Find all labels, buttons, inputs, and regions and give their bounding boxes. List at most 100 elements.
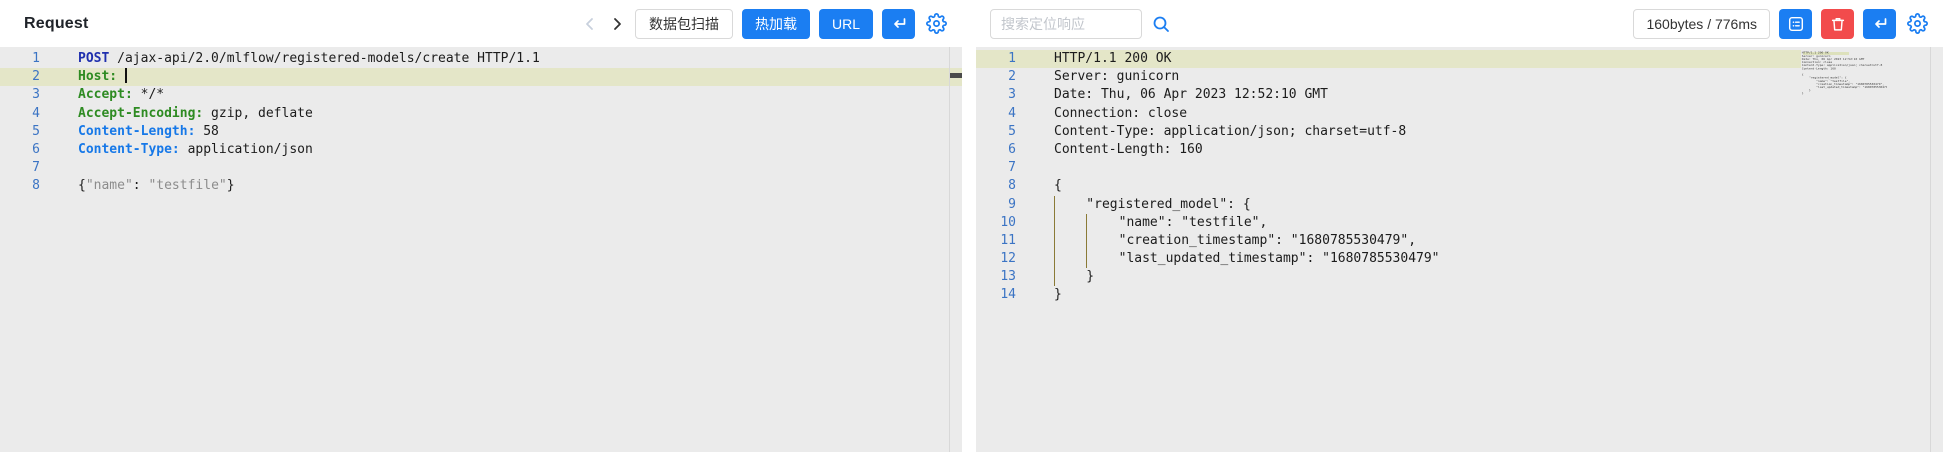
code-line: 8{ — [976, 177, 1943, 195]
code-line: 3 Accept: */* — [0, 86, 962, 104]
indent-guide — [1054, 213, 1055, 232]
line-number: 7 — [1008, 160, 1016, 176]
code-line: 5 Content-Type: application/json; charset… — [976, 123, 1943, 141]
request-panel-title: Request — [24, 14, 89, 32]
code-text: Connection: close — [1054, 105, 1188, 121]
code-line: 4 Connection: close — [976, 105, 1943, 123]
packet-scan-button[interactable]: 数据包扫描 — [634, 8, 733, 39]
code-text: Content-Length: 160 — [1054, 141, 1203, 157]
code-text: } — [1054, 287, 1062, 303]
indent-guide — [1054, 195, 1055, 214]
line-number: 8 — [32, 178, 40, 194]
code-text: POST /ajax-api/2.0/mlflow/registered-mod… — [78, 51, 540, 66]
line-number: 5 — [1008, 123, 1016, 139]
return-arrow-icon — [1871, 15, 1889, 33]
clear-response-button[interactable] — [1821, 8, 1854, 39]
code-line: 1 POST /ajax-api/2.0/mlflow/registered-mo… — [0, 50, 962, 68]
code-line: 14} — [976, 286, 1943, 304]
url-button[interactable]: URL — [818, 8, 873, 39]
indent-guide — [1054, 268, 1055, 287]
code-text: Content-Type: application/json; charset=… — [1054, 123, 1407, 139]
code-text — [1016, 159, 1054, 177]
line-number: 2 — [32, 69, 40, 85]
line-number: 10 — [1000, 214, 1016, 230]
next-packet-icon[interactable] — [608, 15, 626, 33]
line-number: 9 — [1008, 196, 1016, 212]
minimap-active-line — [1803, 52, 1849, 55]
send-request-button[interactable] — [882, 8, 915, 39]
response-scrollbar[interactable] — [1930, 47, 1943, 452]
code-text: "last_updated_timestamp": "1680785530479… — [1016, 250, 1440, 269]
code-text: Content-Length: 58 — [78, 123, 219, 139]
request-toolbar: 数据包扫描 热加载 URL — [581, 8, 948, 39]
list-card-icon — [1787, 15, 1805, 33]
code-text: Accept: */* — [78, 87, 165, 103]
code-text: HTTP/1.1 200 OK — [1054, 51, 1172, 66]
code-text: { — [1054, 178, 1062, 194]
line-number: 7 — [32, 160, 40, 176]
line-number: 2 — [1008, 69, 1016, 85]
response-toolbar: 160bytes / 776ms — [1633, 8, 1929, 39]
code-line: 12 "last_updated_timestamp": "1680785530… — [976, 250, 1943, 269]
code-line: 11 "creation_timestamp": "1680785530479"… — [976, 231, 1943, 251]
line-number: 8 — [1008, 178, 1016, 194]
code-text: "registered_model": { — [1016, 195, 1251, 214]
request-panel: Request 数据包扫描 热加载 URL 1 POST /ajax-api/2.… — [0, 0, 962, 452]
prev-packet-icon[interactable] — [581, 15, 599, 33]
code-line: 10 "name": "testfile", — [976, 213, 1943, 232]
return-arrow-icon — [890, 15, 908, 33]
code-text: Host: — [40, 68, 127, 86]
line-number: 6 — [1008, 141, 1016, 157]
line-number: 1 — [1008, 51, 1016, 66]
search-icon[interactable] — [1148, 11, 1174, 37]
line-number: 3 — [32, 87, 40, 103]
line-number: 6 — [32, 141, 40, 157]
code-text: } — [1016, 268, 1094, 287]
code-line: 8 {"name": "testfile"} — [0, 177, 962, 195]
response-settings-gear-icon[interactable] — [1905, 12, 1929, 36]
line-number: 11 — [1000, 232, 1016, 248]
trash-icon — [1829, 15, 1847, 33]
minimap[interactable]: HTTP/1.1 200 OK Server: gunicorn Date: T… — [1801, 51, 1887, 97]
line-number: 5 — [32, 123, 40, 139]
response-search-input[interactable] — [990, 8, 1142, 39]
code-line: 6 Content-Length: 160 — [976, 141, 1943, 159]
response-stats-badge: 160bytes / 776ms — [1633, 8, 1770, 39]
code-line: 9 "registered_model": { — [976, 195, 1943, 214]
line-number: 13 — [1000, 269, 1016, 285]
code-line: 2 Server: gunicorn — [976, 68, 1943, 86]
code-line: 13 } — [976, 268, 1943, 287]
code-text: "name": "testfile", — [1016, 213, 1267, 232]
indent-guide — [1086, 213, 1088, 232]
code-line: 5 Content-Length: 58 — [0, 123, 962, 141]
line-number: 3 — [1008, 87, 1016, 103]
code-text: "creation_timestamp": "1680785530479", — [1016, 231, 1416, 251]
request-code-lines: 1 POST /ajax-api/2.0/mlflow/registered-mo… — [0, 47, 962, 196]
text-cursor — [124, 68, 127, 84]
hot-reload-button[interactable]: 热加载 — [741, 8, 810, 39]
send-response-button[interactable] — [1863, 8, 1896, 39]
request-scrollbar-thumb[interactable] — [950, 73, 962, 78]
line-number: 1 — [32, 51, 40, 66]
code-text: {"name": "testfile"} — [78, 178, 235, 194]
line-number: 4 — [1008, 105, 1016, 121]
request-scrollbar[interactable] — [949, 47, 962, 452]
request-settings-gear-icon[interactable] — [924, 12, 948, 36]
code-line: 7 — [0, 159, 962, 177]
indent-guide — [1086, 250, 1088, 269]
indent-guide — [1054, 231, 1055, 251]
view-mode-button[interactable] — [1779, 8, 1812, 39]
line-number: 14 — [1000, 287, 1016, 303]
code-text: Accept-Encoding: gzip, deflate — [78, 105, 313, 121]
request-editor[interactable]: 1 POST /ajax-api/2.0/mlflow/registered-mo… — [0, 47, 962, 452]
indent-guide — [1054, 250, 1055, 269]
response-header: 160bytes / 776ms — [976, 0, 1943, 47]
minimap-text: HTTP/1.1 200 OK Server: gunicorn Date: T… — [1801, 51, 1887, 95]
code-text: Server: gunicorn — [1054, 69, 1180, 85]
